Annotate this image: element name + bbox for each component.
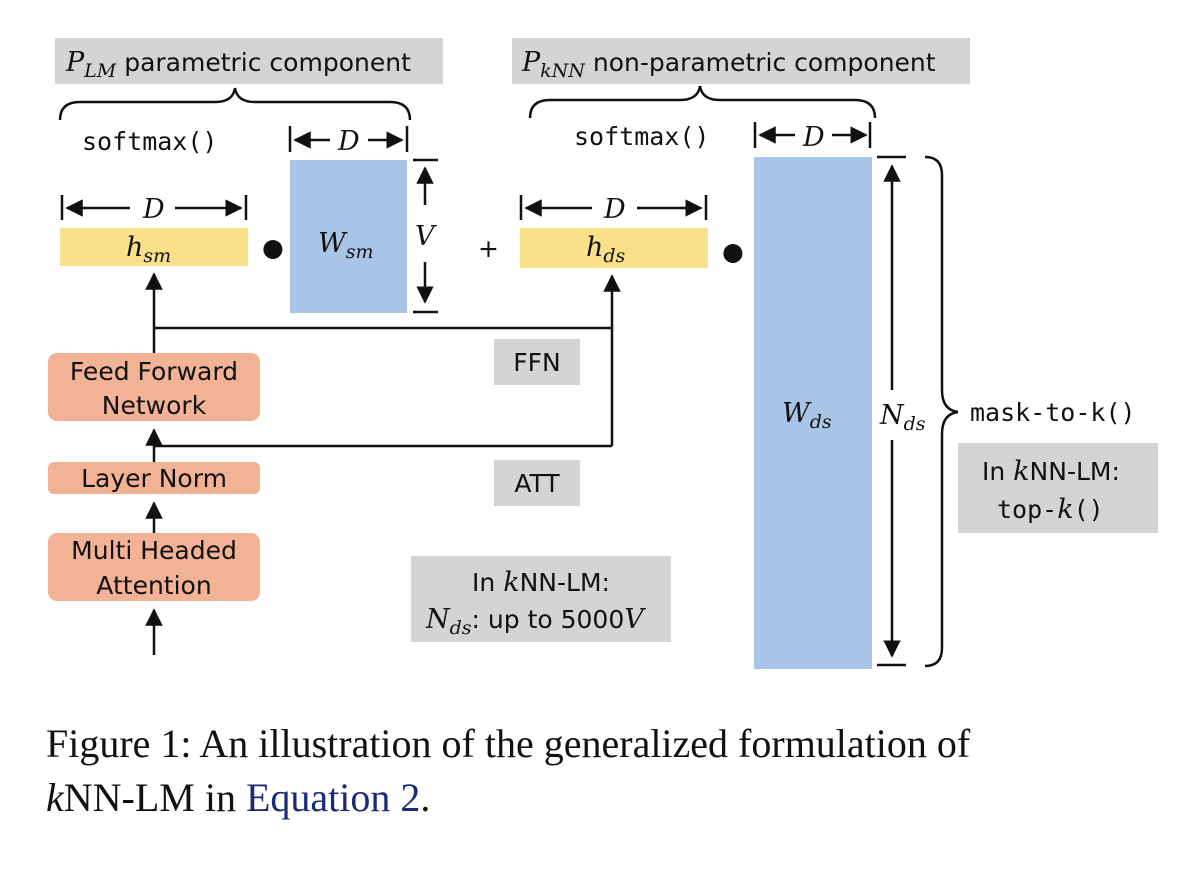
dot-operator-right: ● <box>722 237 744 266</box>
h-ds-label: hds <box>586 232 626 267</box>
mha-block <box>48 533 260 601</box>
softmax-right: softmax() <box>574 122 709 151</box>
w-sm-matrix <box>290 160 407 313</box>
dim-D-wds: D <box>802 122 825 153</box>
ffn-block-line1: Feed Forward <box>70 357 238 386</box>
mask-to-k-label: mask-to-k() <box>970 398 1136 427</box>
mha-block-line2: Attention <box>96 571 211 600</box>
h-sm-vector <box>60 228 248 266</box>
topk-note-line2: top-k() <box>997 494 1104 525</box>
w-sm-label: Wsm <box>318 228 374 263</box>
w-ds-label: Wds <box>782 398 832 433</box>
center-note-line1: In kNN-LM: <box>472 567 610 598</box>
dim-D-wsm: D <box>337 126 360 157</box>
ffn-tag: FFN <box>513 348 560 377</box>
center-note-box <box>411 556 671 642</box>
header-knn-text: PkNN non-parametric component <box>521 47 936 82</box>
dim-D-hds: D <box>603 194 626 225</box>
brace-lm <box>58 87 412 121</box>
caption-line2: kNN-LM in Equation 2. <box>46 775 430 820</box>
dim-Nds: Nds <box>879 400 926 435</box>
w-ds-matrix <box>754 157 872 669</box>
layernorm-block <box>48 462 260 494</box>
brace-knn <box>528 85 877 119</box>
ffn-tag-box <box>494 339 580 385</box>
ffn-block-line2: Network <box>102 391 207 420</box>
mha-block-line1: Multi Headed <box>71 536 237 565</box>
plus-operator: + <box>478 234 499 263</box>
dim-D-hsm: D <box>142 194 165 225</box>
att-tag-box <box>494 460 580 506</box>
h-ds-vector <box>520 228 708 268</box>
dot-operator-left: ● <box>262 233 284 262</box>
topk-note-box <box>958 443 1158 533</box>
layernorm-label: Layer Norm <box>81 464 227 493</box>
h-sm-label: hsm <box>126 232 171 267</box>
ffn-block <box>48 353 260 421</box>
brace-right <box>924 155 959 668</box>
softmax-left: softmax() <box>82 127 217 156</box>
equation-link[interactable]: Equation 2 <box>246 775 420 820</box>
caption-line1: Figure 1: An illustration of the general… <box>46 721 971 766</box>
header-lm-box <box>55 38 443 84</box>
header-lm-text: PLM parametric component <box>65 47 411 82</box>
header-knn-box <box>512 38 970 84</box>
att-tag: ATT <box>514 469 560 498</box>
topk-note-line1: In kNN-LM: <box>982 456 1120 487</box>
dim-V: V <box>415 221 437 252</box>
center-note-line2: Nds: up to 5000V <box>425 604 646 639</box>
